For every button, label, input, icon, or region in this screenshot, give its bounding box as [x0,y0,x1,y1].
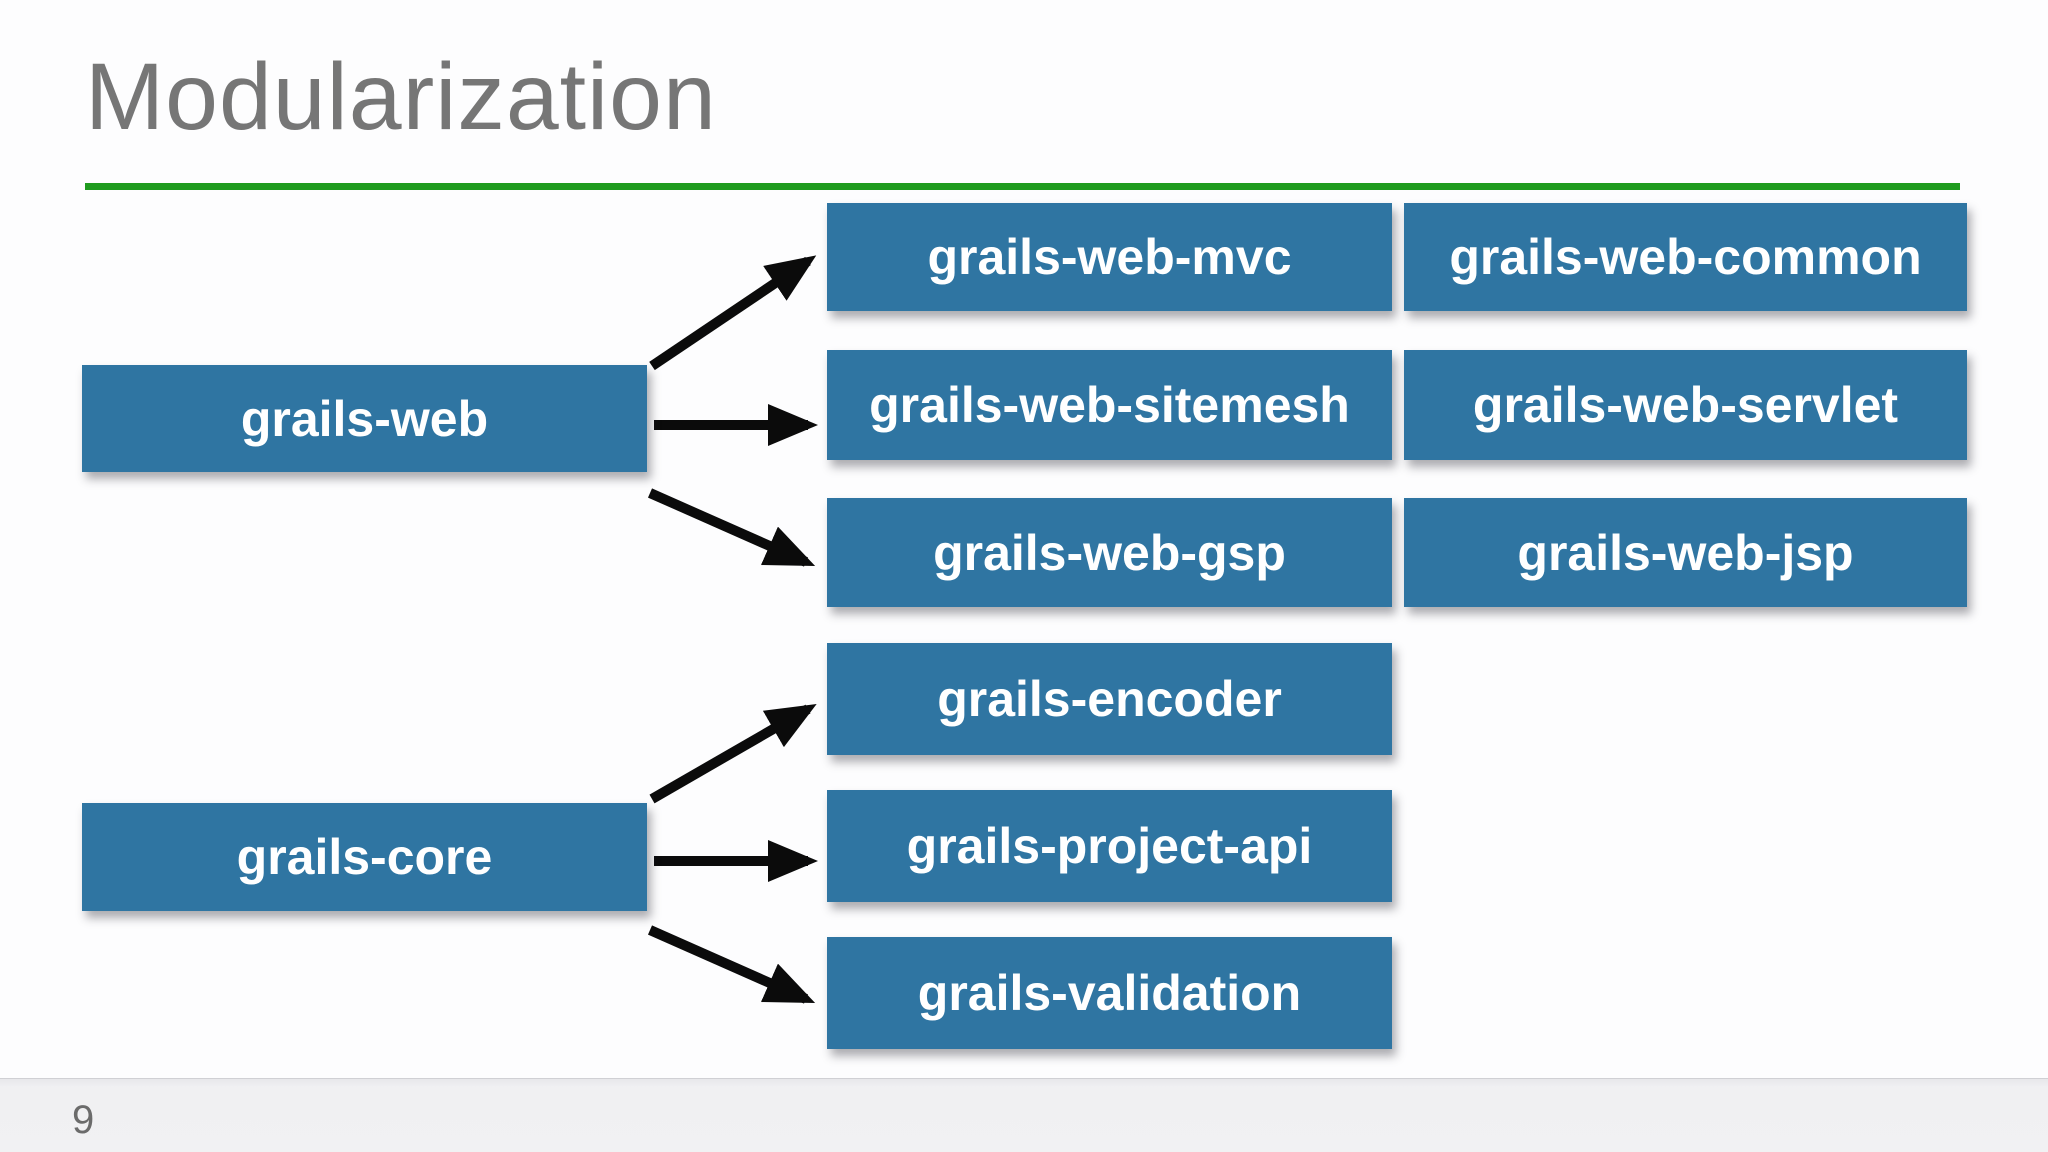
slide-title: Modularization [85,44,717,150]
module-box-grails-core: grails-core [82,803,647,911]
module-box-grails-encoder: grails-encoder [827,643,1392,755]
arrow-grails-core-to-grails-validation [647,925,816,1004]
page-number: 9 [72,1098,95,1142]
module-box-grails-web-mvc: grails-web-mvc [827,203,1392,311]
arrow-grails-web-to-grails-web-gsp [647,488,816,567]
module-box-grails-validation: grails-validation [827,937,1392,1049]
module-box-grails-web-common: grails-web-common [1404,203,1967,311]
module-box-grails-web-jsp: grails-web-jsp [1404,498,1967,607]
title-underline [85,183,1960,190]
footer-band [0,1078,2048,1152]
arrow-grails-core-to-grails-encoder [649,704,817,804]
arrow-grails-web-to-grails-web-mvc [649,255,817,371]
module-box-grails-web-servlet: grails-web-servlet [1404,350,1967,460]
module-box-grails-web-gsp: grails-web-gsp [827,498,1392,607]
module-box-grails-project-api: grails-project-api [827,790,1392,902]
module-box-grails-web-sitemesh: grails-web-sitemesh [827,350,1392,460]
module-box-grails-web: grails-web [82,365,647,472]
